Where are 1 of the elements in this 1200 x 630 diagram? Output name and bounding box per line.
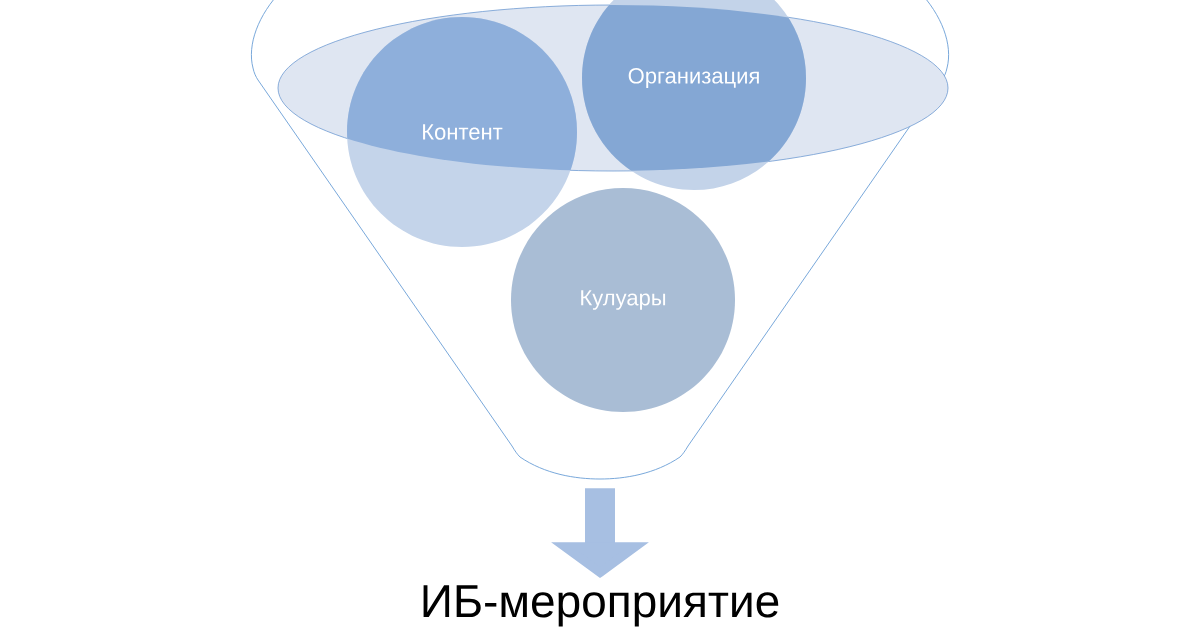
result-text: ИБ-мероприятие [423,585,779,627]
